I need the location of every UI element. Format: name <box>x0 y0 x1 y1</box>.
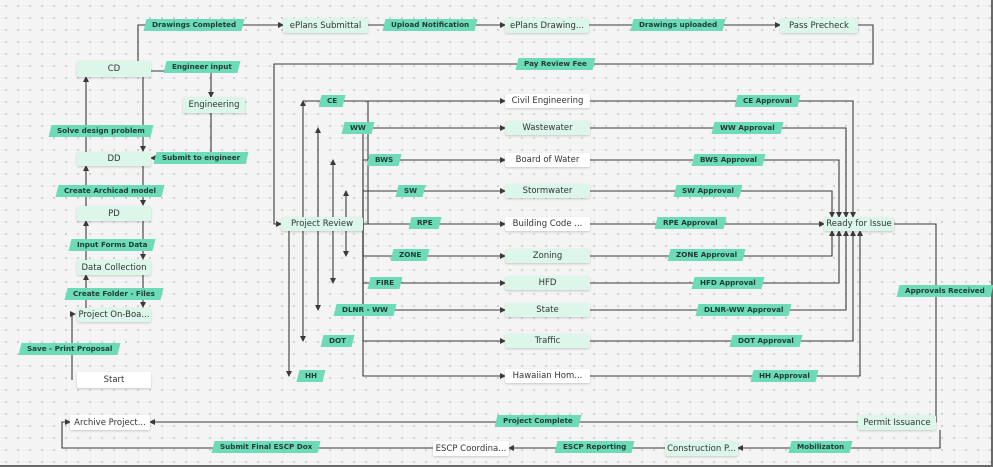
label-project-complete: Project Complete <box>494 415 582 427</box>
label-rpe: RPE <box>408 217 442 229</box>
node-project-onboarding[interactable]: Project On-Boa... <box>77 308 151 322</box>
label-create-archicad-model: Create Archicad model <box>55 185 165 197</box>
node-wastewater[interactable]: Wastewater <box>505 121 590 135</box>
connector-state-to-ready <box>590 230 849 311</box>
node-eplans-drawing[interactable]: ePlans Drawing... <box>505 18 589 33</box>
label-bws: BWS <box>366 154 402 166</box>
label-zone-approval: ZONE Approval <box>667 249 746 261</box>
node-board-of-water[interactable]: Board of Water <box>505 153 590 167</box>
node-engineering[interactable]: Engineering <box>183 97 245 113</box>
node-dd[interactable]: DD <box>77 152 151 166</box>
label-save-print-proposal: Save - Print Proposal <box>18 343 121 355</box>
node-building-code[interactable]: Building Code ... <box>505 217 590 231</box>
label-hfd-approval: HFD Approval <box>691 277 765 289</box>
connector-review-to-sw <box>362 188 506 224</box>
node-ready-for-issue[interactable]: Ready for Issue <box>824 217 894 231</box>
label-hh-approval: HH Approval <box>750 370 819 382</box>
label-ce-approval: CE Approval <box>734 95 801 107</box>
label-escp-reporting: ESCP Reporting <box>554 441 635 453</box>
connector-ww-to-ready <box>590 127 849 218</box>
label-create-folder-files: Create Folder - Files <box>64 288 164 300</box>
node-zoning[interactable]: Zoning <box>505 249 590 263</box>
connector-sw-to-ready <box>590 190 835 218</box>
connector-review-to-hfd <box>362 224 506 286</box>
label-ww: WW <box>341 122 375 134</box>
label-submit-to-engineer: Submit to engineer <box>153 152 249 164</box>
connector-hawaiian-to-ready <box>590 230 863 377</box>
node-stormwater[interactable]: Stormwater <box>505 184 590 198</box>
node-pd[interactable]: PD <box>77 206 151 221</box>
label-bws-approval: BWS Approval <box>691 154 766 166</box>
label-drawings-completed: Drawings Completed <box>143 19 245 31</box>
node-data-collection[interactable]: Data Collection <box>77 260 151 275</box>
label-fire: FIRE <box>367 277 403 289</box>
connector-review-to-state <box>362 224 506 313</box>
label-ww-approval: WW Approval <box>711 122 784 134</box>
label-sw-approval: SW Approval <box>673 185 743 197</box>
label-solve-design-problem: Solve design problem <box>48 125 154 137</box>
node-project-review[interactable]: Project Review <box>281 217 363 231</box>
connector-start-to-onboard <box>70 311 76 380</box>
connector-review-to-bws <box>362 157 506 224</box>
node-archive-project[interactable]: Archive Project... <box>70 415 150 430</box>
node-civil-engineering[interactable]: Civil Engineering <box>505 94 590 108</box>
label-input-forms-data: Input Forms Data <box>68 239 156 251</box>
label-sw: SW <box>395 185 426 197</box>
label-drawings-uploaded: Drawings uploaded <box>630 19 726 31</box>
label-ce: CE <box>318 95 346 107</box>
label-dot-approval: DOT Approval <box>729 335 803 347</box>
connector-bws-to-ready <box>590 159 842 218</box>
label-rpe-approval: RPE Approval <box>654 217 727 229</box>
connector-ready-to-permit <box>894 223 939 423</box>
node-cd[interactable]: CD <box>77 61 151 77</box>
node-permit-issuance[interactable]: Permit Issuance <box>858 415 936 430</box>
node-construction[interactable]: Construction P... <box>665 441 738 456</box>
node-pass-precheck[interactable]: Pass Precheck <box>780 18 858 33</box>
node-hfd[interactable]: HFD <box>505 276 590 290</box>
node-escp-coordination[interactable]: ESCP Coordina... <box>433 441 509 456</box>
node-start[interactable]: Start <box>77 372 151 388</box>
node-hawaiian-home[interactable]: Hawaiian Hom... <box>505 369 590 383</box>
label-hh: HH <box>296 370 326 382</box>
connector-review-to-ww <box>362 125 506 224</box>
node-state[interactable]: State <box>505 303 590 317</box>
node-traffic[interactable]: Traffic <box>505 334 590 348</box>
connector-traffic-to-ready <box>590 230 856 342</box>
connector-civil-to-ready <box>590 100 856 218</box>
label-dot: DOT <box>320 335 355 347</box>
connector-cd-to-engineering <box>151 70 214 98</box>
label-engineer-input: Engineer input <box>163 61 241 73</box>
label-pay-review-fee: Pay Review Fee <box>515 58 596 70</box>
label-approvals-received: Approvals Received <box>896 285 993 297</box>
connector-hfd-to-ready <box>590 230 842 284</box>
label-mobilization: Mobilizaton <box>788 441 853 453</box>
label-upload-notification: Upload Notification <box>382 19 478 31</box>
label-submit-final-escp: Submit Final ESCP Dox <box>211 441 321 453</box>
label-dlnr-ww-approval: DLNR-WW Approval <box>695 304 792 316</box>
label-zone: ZONE <box>390 249 430 261</box>
connector-review-to-hawaiian <box>362 224 506 379</box>
node-eplans-submittal[interactable]: ePlans Submittal <box>283 18 368 33</box>
label-dlnr-ww: DLNR - WW <box>333 304 397 316</box>
